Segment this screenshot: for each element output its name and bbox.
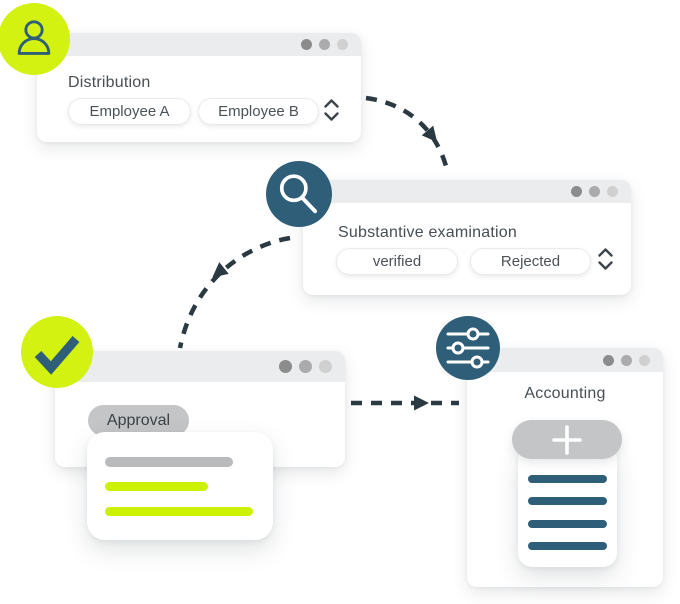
arrow-distribution-to-examination — [365, 95, 451, 175]
approval-chip[interactable]: Approval — [88, 405, 189, 436]
window-control-dot[interactable] — [589, 186, 600, 197]
window-control-dot[interactable] — [571, 186, 582, 197]
chevron-down-icon — [598, 261, 613, 270]
plus-icon — [552, 424, 582, 455]
examination-title: Substantive examination — [338, 224, 517, 241]
check-icon — [34, 336, 80, 375]
verified-button[interactable]: verified — [336, 248, 458, 275]
rejected-button[interactable]: Rejected — [470, 248, 591, 275]
window-control-dot[interactable] — [337, 39, 348, 50]
window-control-dot[interactable] — [639, 354, 650, 366]
accounting-window: Accounting — [467, 348, 663, 587]
distribution-title: Distribution — [68, 74, 151, 91]
window-control-dot[interactable] — [279, 360, 292, 373]
skeleton-line — [105, 507, 253, 516]
search-icon — [279, 174, 318, 214]
window-control-dot[interactable] — [319, 39, 330, 50]
list-line — [528, 542, 607, 550]
employee-b-button[interactable]: Employee B — [198, 98, 319, 125]
arrowhead-1 — [421, 125, 438, 142]
accounting-list-card — [518, 445, 617, 567]
arrowhead-2 — [212, 262, 229, 278]
chevron-down-icon — [324, 112, 339, 121]
sliders-badge — [436, 316, 500, 380]
user-icon — [17, 20, 51, 55]
window-control-dot[interactable] — [603, 354, 614, 366]
approval-document-card — [87, 432, 273, 540]
list-line — [528, 497, 607, 505]
approval-titlebar — [55, 351, 345, 382]
examination-window: Substantive examination verified Rejecte… — [303, 180, 631, 295]
chevron-up-icon — [598, 248, 613, 257]
skeleton-line — [105, 457, 233, 467]
stepper-down-button[interactable] — [598, 261, 613, 270]
window-control-dot[interactable] — [607, 186, 618, 197]
examination-stepper — [598, 248, 613, 270]
search-badge — [266, 161, 332, 227]
examination-titlebar — [303, 180, 631, 203]
approval-window: Approval — [55, 351, 345, 467]
chevron-up-icon — [324, 99, 339, 108]
stepper-up-button[interactable] — [598, 248, 613, 257]
arrow-examination-to-approval — [177, 235, 291, 349]
distribution-window: Distribution Employee A Employee B — [37, 33, 361, 142]
add-entry-button[interactable] — [512, 420, 622, 459]
window-control-dot[interactable] — [319, 360, 332, 373]
employee-a-button[interactable]: Employee A — [68, 98, 191, 125]
list-line — [528, 475, 607, 483]
check-badge — [21, 316, 93, 388]
list-line — [528, 520, 607, 528]
distribution-titlebar — [37, 33, 361, 56]
skeleton-line — [105, 482, 208, 491]
user-badge — [0, 3, 70, 75]
stepper-down-button[interactable] — [324, 112, 339, 121]
accounting-title: Accounting — [524, 385, 606, 402]
distribution-stepper — [324, 99, 339, 121]
arrowhead-3 — [414, 395, 429, 411]
window-control-dot[interactable] — [299, 360, 312, 373]
sliders-icon — [446, 327, 490, 369]
stepper-up-button[interactable] — [324, 99, 339, 108]
window-control-dot[interactable] — [301, 39, 312, 50]
window-control-dot[interactable] — [621, 354, 632, 366]
